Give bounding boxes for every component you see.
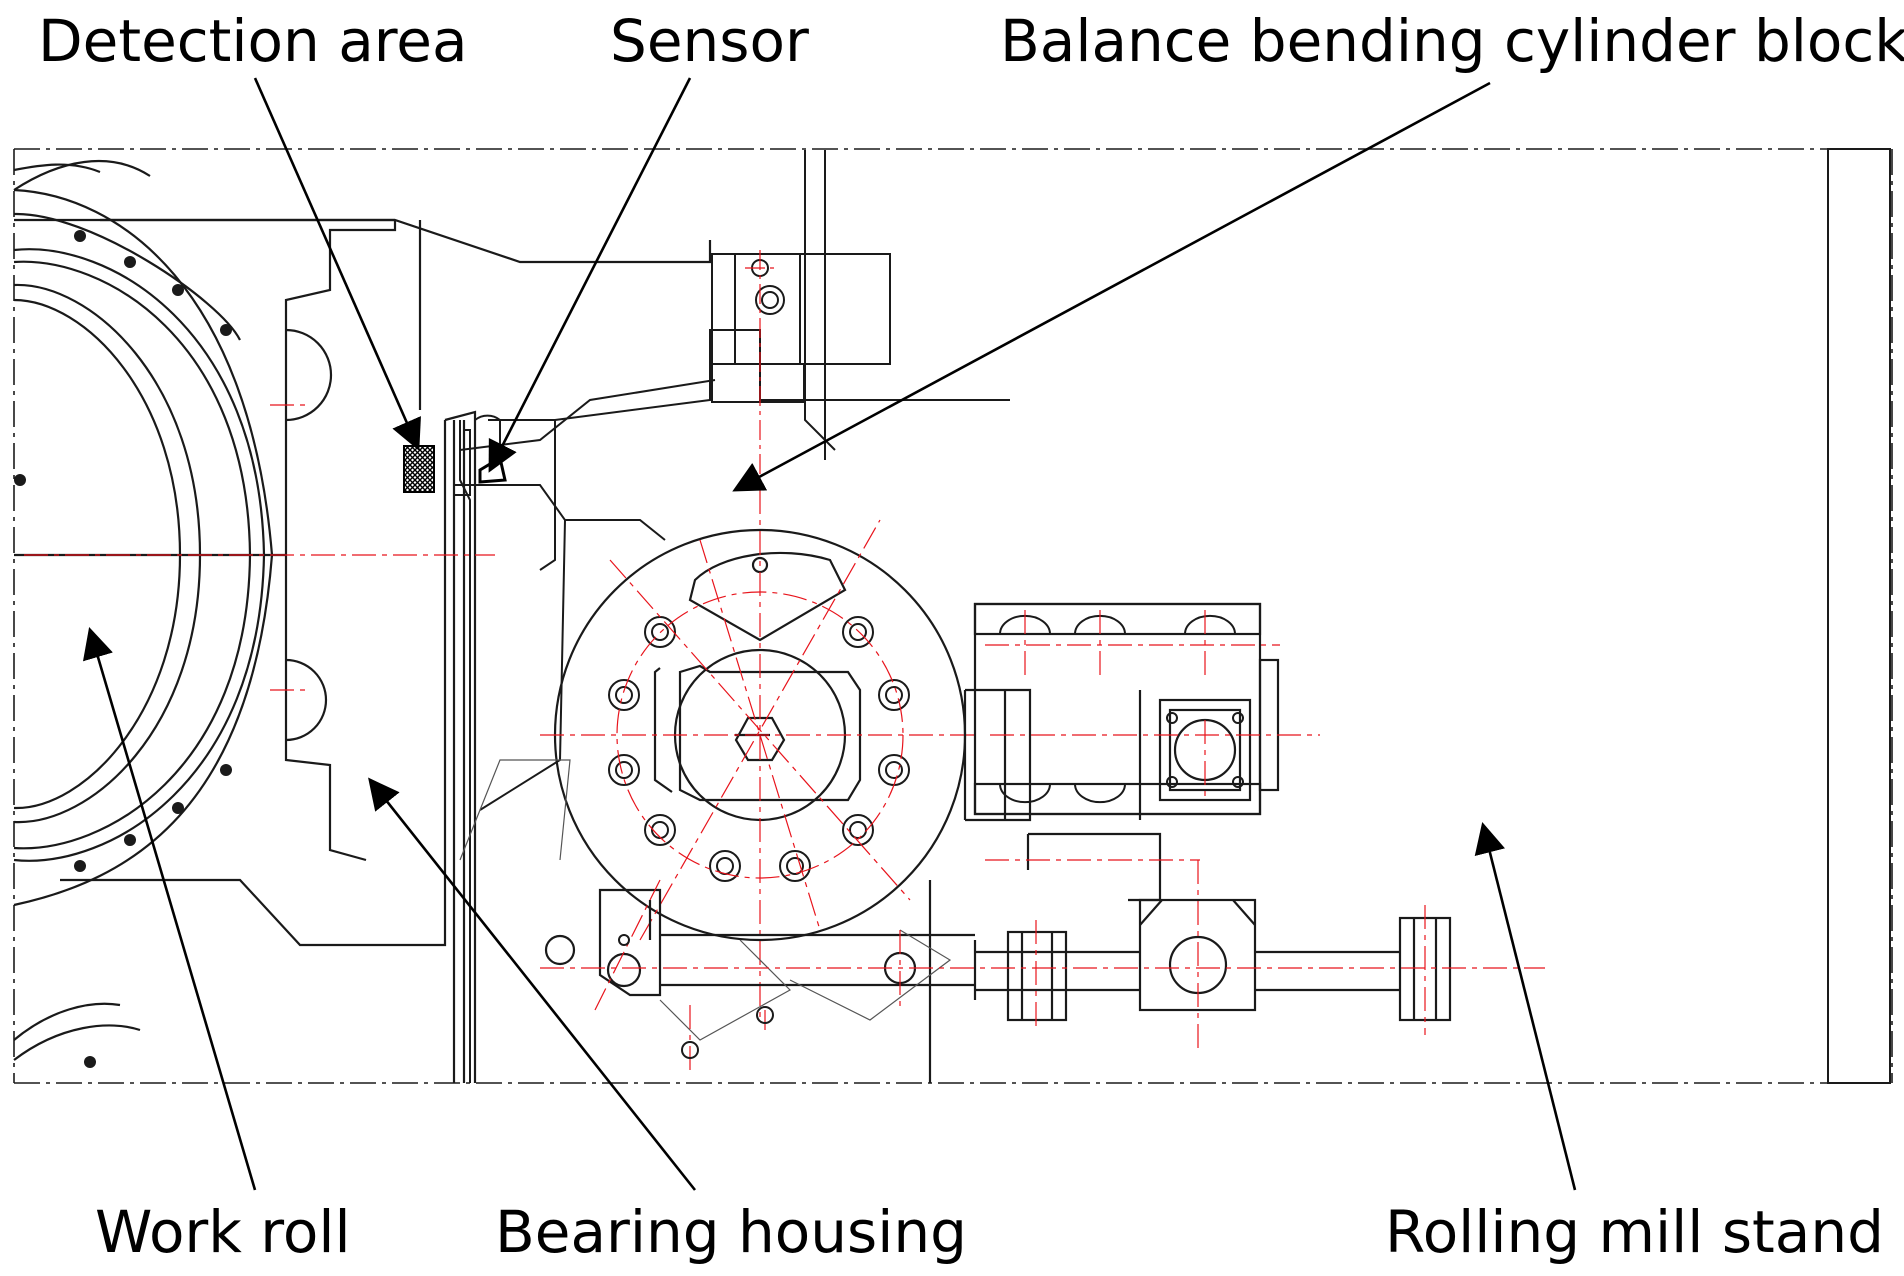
label-work-roll: Work roll bbox=[95, 1198, 351, 1266]
linkage-centerlines bbox=[540, 860, 1545, 1070]
linkage-small-circles bbox=[618, 934, 774, 1059]
work-roll bbox=[13, 159, 395, 1061]
label-sensor: Sensor bbox=[610, 7, 809, 75]
top-bracket-centerlines bbox=[745, 250, 775, 490]
cylinder-block bbox=[928, 602, 1280, 1083]
stand-post bbox=[1827, 148, 1891, 1084]
label-rolling-mill-stand: Rolling mill stand bbox=[1385, 1198, 1884, 1266]
stand-column bbox=[455, 150, 1010, 1083]
top-bracket bbox=[711, 253, 891, 403]
roll-bolts bbox=[14, 230, 232, 1068]
linkage-outline bbox=[459, 759, 952, 1041]
sensor-shape bbox=[478, 455, 507, 484]
label-detection-area: Detection area bbox=[38, 7, 468, 75]
leader-arrows bbox=[82, 77, 1577, 1191]
cylinder-centerlines bbox=[985, 610, 1320, 861]
stand-boundary bbox=[13, 148, 1893, 1084]
bearing-housing bbox=[14, 218, 712, 1083]
roll-centerlines bbox=[24, 404, 495, 691]
linkage-rod bbox=[544, 888, 1452, 1022]
detection-area-marker bbox=[403, 445, 435, 493]
flange-centerlines bbox=[540, 490, 980, 1020]
label-bearing-housing: Bearing housing bbox=[495, 1198, 967, 1266]
label-balance-bending-cylinder-block: Balance bending cylinder block bbox=[1000, 7, 1904, 75]
